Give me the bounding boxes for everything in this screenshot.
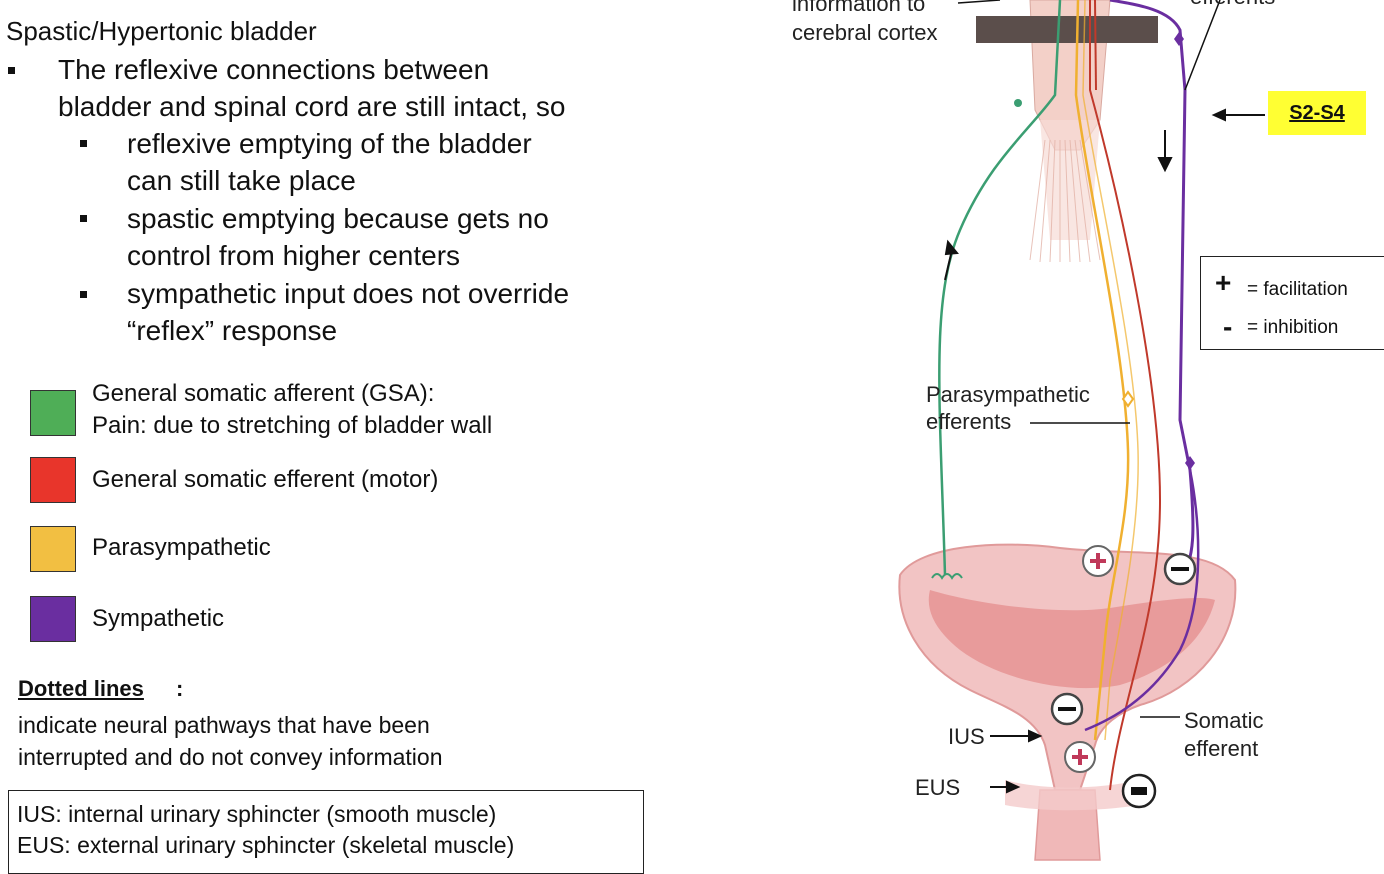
motor-pathway — [1089, 0, 1162, 791]
sub-bullet-line: can still take place — [127, 165, 356, 196]
top-label-leader — [957, 0, 1001, 4]
legend-label-sympathetic: Sympathetic — [92, 605, 225, 632]
page-subtitle: Spastic/Hypertonic bladder — [6, 16, 317, 46]
bladder — [898, 543, 1237, 861]
label-parasympathetic-efferents: efferents — [926, 409, 1012, 434]
sub-bullet-line: sympathetic input does not override — [127, 278, 570, 309]
bullet-marker — [8, 67, 15, 74]
legend-swatch-motor — [30, 457, 76, 503]
dotted-lines-heading: Dotted lines — [18, 676, 144, 701]
cortex-bar — [976, 16, 1158, 43]
key-facilitation: = facilitation — [1247, 279, 1348, 300]
dotted-line-1: indicate neural pathways that have been — [18, 712, 430, 738]
legend-swatch-parasympathetic — [30, 526, 76, 572]
label-ius: IUS — [948, 724, 985, 749]
legend-label-gsa-detail: Pain: due to stretching of bladder wall — [92, 412, 493, 439]
minus-marker-ius — [1050, 692, 1084, 726]
label-somatic-efferent: efferent — [1184, 736, 1259, 761]
legend-label-motor: General somatic efferent (motor) — [92, 466, 439, 493]
bullet-line: The reflexive connections between — [58, 54, 490, 85]
sub-bullet-marker — [80, 215, 87, 222]
abbreviations-box: IUS: internal urinary sphincter (smooth … — [8, 790, 644, 874]
minus-marker-eus — [1121, 773, 1157, 809]
sub-bullet-line: control from higher centers — [127, 240, 461, 271]
label-efferents-top: efferents — [1190, 0, 1275, 10]
label-somatic: Somatic — [1184, 708, 1264, 733]
legend-label-gsa: General somatic afferent (GSA): — [92, 380, 435, 407]
label-information-to: information to — [792, 0, 926, 16]
sub-bullet-line: spastic emptying because gets no — [127, 203, 549, 234]
gsa-pathway — [938, 0, 1062, 576]
dotted-line-2: interrupted and do not convey informatio… — [18, 744, 443, 770]
dotted-lines-colon: : — [176, 676, 184, 701]
parasympathetic-node — [1121, 390, 1135, 408]
symbol-key-box: + = facilitation - = inhibition — [1200, 256, 1384, 350]
dotted-lines-description: indicate neural pathways that have been … — [18, 709, 443, 773]
key-minus-symbol: - — [1223, 311, 1233, 342]
sympathetic-node-top — [1174, 32, 1184, 46]
sympathetic-pathway — [1109, 0, 1195, 581]
legend-swatch-sympathetic — [30, 596, 76, 642]
label-cerebral-cortex: cerebral cortex — [792, 20, 938, 45]
gsa-node — [1014, 99, 1022, 107]
label-parasympathetic: Parasympathetic — [926, 382, 1090, 407]
s2-s4-label: S2-S4 — [1268, 91, 1366, 135]
minus-marker-detrusor — [1163, 552, 1197, 586]
label-eus: EUS — [915, 775, 961, 800]
legend-label-parasympathetic: Parasympathetic — [92, 534, 271, 561]
abbr-eus: EUS: external urinary sphincter (skeleta… — [17, 832, 515, 858]
gsa-receptor — [931, 573, 963, 580]
direction-arrows — [944, 108, 1265, 794]
legend-swatch-gsa — [30, 390, 76, 436]
sympathetic-node-mid — [1185, 456, 1195, 470]
plus-marker-detrusor — [1082, 545, 1114, 577]
sub-bullet-marker — [80, 291, 87, 298]
key-inhibition: = inhibition — [1247, 317, 1339, 338]
sub-bullet-line: reflexive emptying of the bladder — [127, 128, 532, 159]
key-plus-symbol: + — [1215, 267, 1232, 298]
sub-bullet-line: “reflex” response — [127, 315, 338, 346]
sub-bullet-marker — [80, 140, 87, 147]
abbr-ius: IUS: internal urinary sphincter (smooth … — [17, 801, 497, 827]
plus-marker-ius — [1064, 741, 1096, 773]
efferents-leader — [1184, 0, 1221, 91]
bullet-line: bladder and spinal cord are still intact… — [58, 91, 566, 122]
parasympathetic-pathway — [1074, 0, 1130, 741]
